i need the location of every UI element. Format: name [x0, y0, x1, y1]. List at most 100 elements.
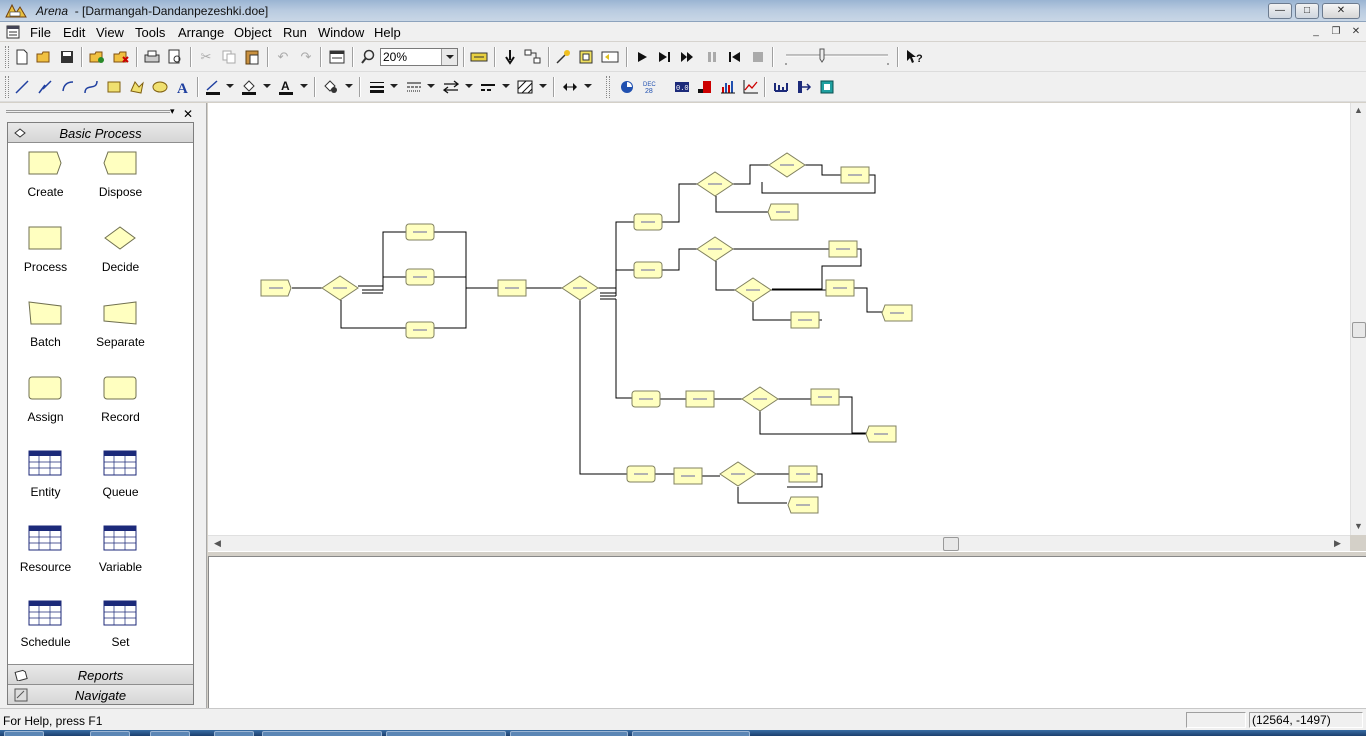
module-dispose[interactable]: Dispose [83, 147, 158, 219]
vertical-scrollbar[interactable]: ▲ ▼ [1350, 103, 1366, 535]
scroll-right-icon[interactable]: ▶ [1334, 538, 1341, 548]
arrow-style-icon[interactable] [442, 78, 460, 96]
module-set[interactable]: Set [83, 597, 158, 669]
fill-color-icon[interactable] [240, 78, 258, 96]
fill-pattern-icon[interactable] [516, 78, 534, 96]
project-bar-grip[interactable] [6, 110, 170, 113]
text-icon[interactable]: A [174, 78, 192, 96]
mdi-minimize-button[interactable]: _ [1313, 26, 1319, 37]
spreadsheet-view[interactable] [208, 557, 1366, 708]
module-variable[interactable]: Variable [83, 522, 158, 594]
mdi-close-button[interactable]: ✕ [1351, 26, 1361, 37]
panel-header[interactable]: Basic Process [8, 123, 193, 143]
menu-help[interactable]: Help [374, 25, 401, 40]
window-maximize-button[interactable]: □ [1295, 3, 1319, 19]
chevron-down-icon[interactable] [226, 84, 234, 88]
line-icon[interactable] [13, 78, 31, 96]
split-screen-icon[interactable] [601, 48, 619, 66]
cut-icon[interactable]: ✂ [200, 49, 212, 64]
chevron-down-icon[interactable]: ▾ [170, 106, 175, 116]
resource-icon[interactable] [818, 78, 836, 96]
arena-app-icon[interactable] [4, 3, 28, 19]
chevron-down-icon[interactable] [427, 84, 435, 88]
menu-edit[interactable]: Edit [63, 25, 86, 40]
module-process[interactable]: Process [8, 222, 83, 294]
chevron-down-icon[interactable] [263, 84, 271, 88]
taskbar-item[interactable] [150, 731, 190, 736]
scroll-thumb[interactable] [1352, 322, 1366, 338]
storage-icon[interactable] [795, 78, 813, 96]
connect-icon[interactable] [501, 48, 519, 66]
taskbar-item[interactable] [262, 731, 382, 736]
horizontal-scrollbar[interactable]: ◀ ▶ [208, 535, 1350, 551]
window-background-color-icon[interactable] [321, 78, 339, 96]
module-assign[interactable]: Assign [8, 372, 83, 444]
smart-connect-icon[interactable] [524, 48, 542, 66]
panel-tab-navigate[interactable]: Navigate [8, 684, 193, 704]
display-composite-view-icon[interactable] [578, 48, 596, 66]
line-color-icon[interactable] [204, 78, 222, 96]
animation-speed-slider[interactable] [782, 47, 892, 67]
step-icon[interactable] [656, 48, 674, 66]
submodel-icon[interactable] [470, 48, 488, 66]
undo-icon[interactable]: ↶ [277, 49, 289, 64]
box-icon[interactable] [105, 78, 123, 96]
bezier-curve-icon[interactable] [82, 78, 100, 96]
line-style-icon[interactable] [405, 78, 423, 96]
end-icon[interactable] [749, 48, 767, 66]
chevron-down-icon[interactable] [465, 84, 473, 88]
polygon-icon[interactable] [128, 78, 146, 96]
text-color-icon[interactable]: A [277, 78, 295, 96]
line-pattern-icon[interactable] [479, 78, 497, 96]
chevron-down-icon[interactable] [441, 49, 457, 65]
context-help-icon[interactable]: ? [905, 48, 923, 66]
document-icon[interactable] [6, 25, 20, 39]
menu-tools[interactable]: Tools [135, 25, 166, 40]
zoom-select[interactable]: 20% [380, 48, 458, 66]
module-record[interactable]: Record [83, 372, 158, 444]
arc-icon[interactable] [59, 78, 77, 96]
chevron-down-icon[interactable] [390, 84, 398, 88]
window-close-button[interactable]: ✕ [1322, 3, 1360, 19]
taskbar-item[interactable] [90, 731, 130, 736]
histogram-icon[interactable] [719, 78, 737, 96]
menu-file[interactable]: File [30, 25, 51, 40]
navigate-view-icon[interactable] [14, 688, 28, 702]
menu-view[interactable]: View [96, 25, 124, 40]
queue-icon[interactable] [772, 78, 790, 96]
open-icon[interactable] [35, 48, 53, 66]
scroll-up-icon[interactable]: ▲ [1354, 105, 1363, 115]
template-attach-icon[interactable] [88, 48, 106, 66]
chevron-down-icon[interactable] [539, 84, 547, 88]
scroll-left-icon[interactable]: ◀ [214, 538, 221, 548]
variable-icon[interactable]: 0.0 [673, 78, 691, 96]
template-detach-icon[interactable] [112, 48, 130, 66]
module-resource[interactable]: Resource [8, 522, 83, 594]
fast-forward-icon[interactable] [679, 48, 697, 66]
module-batch[interactable]: Batch [8, 297, 83, 369]
line-width-icon[interactable] [368, 78, 386, 96]
window-minimize-button[interactable]: — [1268, 3, 1292, 19]
new-icon[interactable] [13, 48, 31, 66]
close-icon[interactable]: ✕ [183, 107, 194, 121]
animate-connector-icon[interactable] [555, 48, 573, 66]
clock-icon[interactable] [618, 78, 636, 96]
go-icon[interactable] [633, 48, 651, 66]
redo-icon[interactable]: ↷ [300, 49, 312, 64]
window-splitter[interactable] [208, 551, 1366, 557]
plot-icon[interactable] [742, 78, 760, 96]
layers-icon[interactable] [328, 48, 346, 66]
taskbar-item[interactable] [510, 731, 628, 736]
toolbar-grip[interactable] [5, 46, 9, 68]
chevron-down-icon[interactable] [502, 84, 510, 88]
polyline-icon[interactable] [36, 78, 54, 96]
print-icon[interactable] [143, 48, 161, 66]
menu-run[interactable]: Run [283, 25, 307, 40]
menu-window[interactable]: Window [318, 25, 365, 40]
chevron-down-icon[interactable] [345, 84, 353, 88]
menu-arrange[interactable]: Arrange [178, 25, 225, 40]
module-create[interactable]: Create [8, 147, 83, 219]
chevron-down-icon[interactable] [584, 84, 592, 88]
save-icon[interactable] [58, 48, 76, 66]
